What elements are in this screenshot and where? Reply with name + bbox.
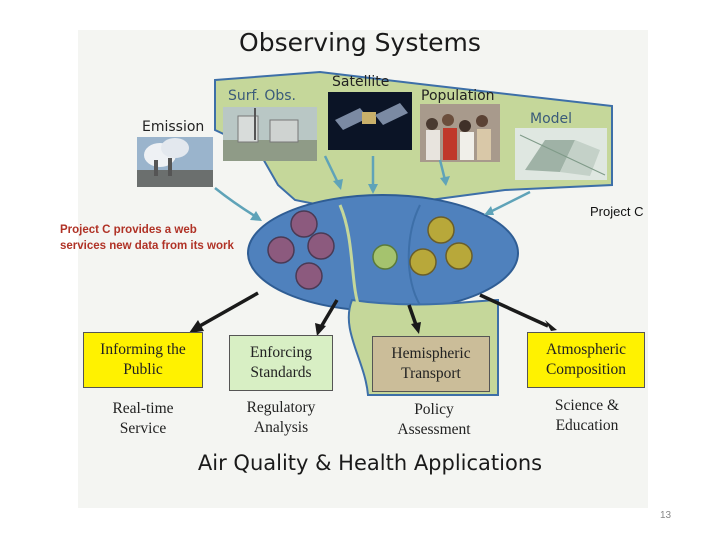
satellite-picture: [328, 92, 412, 150]
project-c-note: Project C provides a web services new da…: [60, 222, 235, 254]
model-picture: [515, 128, 607, 180]
app-enforcing-standards: Enforcing Standards: [229, 335, 333, 391]
app-hemispheric-transport: Hemispheric Transport: [372, 336, 490, 392]
node-purple-2: [268, 237, 294, 263]
app-informing-public: Informing the Public: [83, 332, 203, 388]
emission-label: Emission: [142, 119, 204, 135]
model-label: Model: [530, 111, 572, 127]
app-sub-science: Science & Education: [532, 396, 642, 436]
app-label: Informing the Public: [84, 340, 202, 380]
node-olive-2: [410, 249, 436, 275]
page-number: 13: [660, 510, 671, 521]
node-olive-1: [428, 217, 454, 243]
app-sub-policy: Policy Assessment: [378, 400, 490, 440]
surf-obs-picture: [223, 107, 317, 161]
applications-title: Air Quality & Health Applications: [160, 451, 580, 475]
app-label: Hemispheric Transport: [373, 344, 489, 384]
page-title: Observing Systems: [0, 28, 720, 57]
surf-obs-label: Surf. Obs.: [228, 88, 296, 104]
app-label: Atmospheric Composition: [528, 340, 644, 380]
node-green: [373, 245, 397, 269]
app-label: Enforcing Standards: [230, 343, 332, 383]
app-sub-regulatory: Regulatory Analysis: [231, 398, 331, 438]
node-purple-1: [291, 211, 317, 237]
population-label: Population: [421, 88, 495, 104]
population-picture: [420, 104, 500, 162]
project-c-label: Project C: [590, 204, 643, 219]
emission-picture: [137, 137, 213, 187]
app-sub-realtime: Real-time Service: [93, 399, 193, 439]
satellite-label: Satellite: [332, 74, 389, 90]
node-olive-3: [446, 243, 472, 269]
node-purple-3: [308, 233, 334, 259]
node-purple-4: [296, 263, 322, 289]
app-atmospheric-composition: Atmospheric Composition: [527, 332, 645, 388]
